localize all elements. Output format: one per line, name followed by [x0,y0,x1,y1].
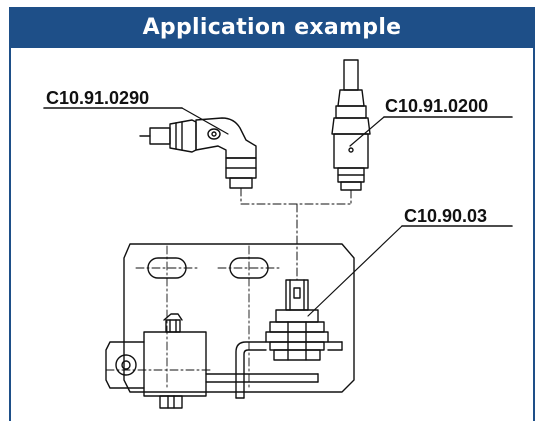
bracket [235,341,343,399]
connector-straight [331,59,371,191]
connector-angled [139,117,257,189]
shaft [205,373,319,383]
cable-paths [240,187,352,281]
center-lines [105,245,281,391]
part-label-C10-91-0290: C10.91.0290 [46,88,150,108]
leader-lines [43,107,513,317]
part-label-C10-91-0200: C10.91.0200 [385,96,489,116]
part-label-C10-90-03: C10.90.03 [404,206,488,226]
header-title: Application example [9,7,535,48]
frame-border-right [533,48,535,421]
frame-border-left [9,48,11,421]
clevis [105,313,207,409]
sensor-mount [265,279,329,361]
